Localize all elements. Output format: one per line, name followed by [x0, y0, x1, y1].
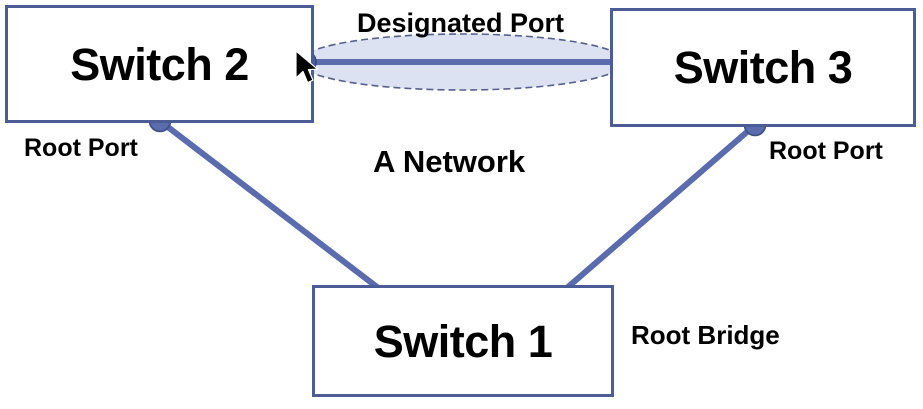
root-port-left-label: Root Port	[24, 134, 138, 162]
switch-node-switch3[interactable]: Switch 3	[610, 8, 916, 127]
designated-port-label: Designated Port	[357, 8, 565, 38]
switch-node-switch3-label: Switch 3	[673, 42, 853, 93]
switch-node-switch1[interactable]: Switch 1	[312, 285, 614, 397]
root-port-right-label: Root Port	[769, 137, 883, 165]
link-switch3-switch1[interactable]	[565, 122, 758, 290]
diagram-title-label: A Network	[373, 144, 526, 179]
switch-node-switch1-label: Switch 1	[373, 315, 553, 367]
link-switch2-switch1[interactable]	[157, 118, 380, 290]
switch-node-switch2-label: Switch 2	[70, 38, 249, 90]
root-bridge-label: Root Bridge	[631, 320, 780, 350]
switch-node-switch2[interactable]: Switch 2	[5, 5, 314, 123]
